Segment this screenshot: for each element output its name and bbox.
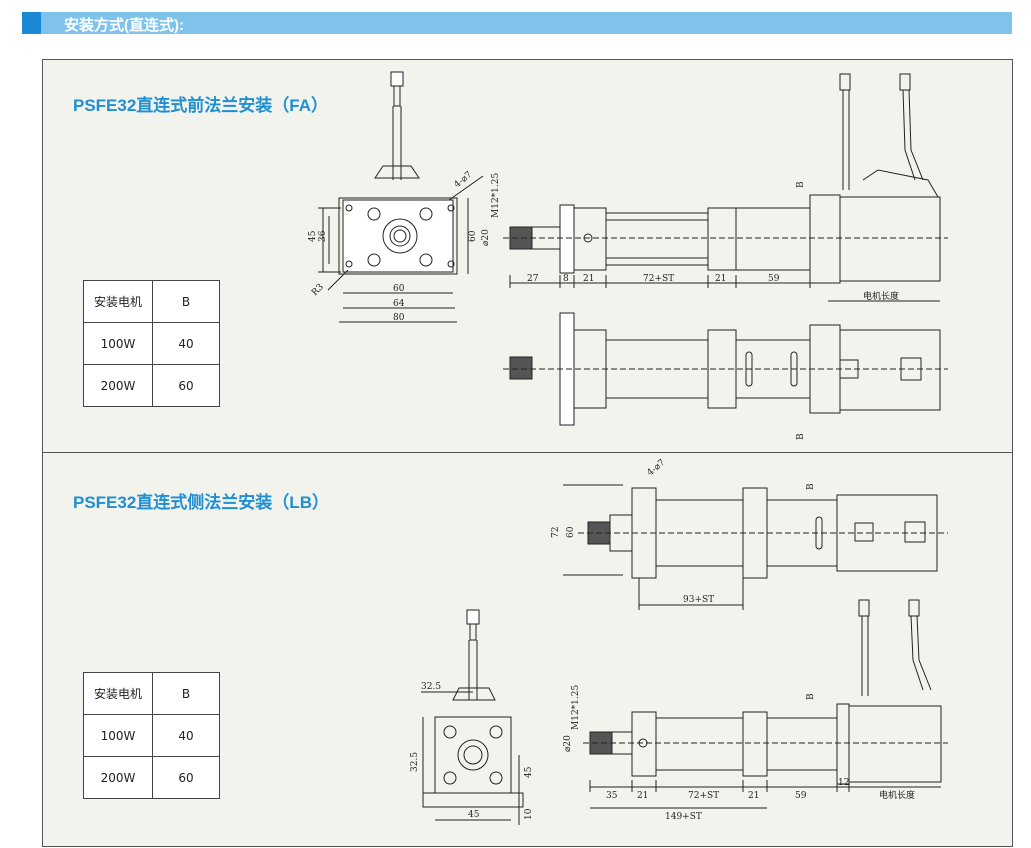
technical-drawings: 45 36 60 60 64 80 4-⌀7 R3: [308, 71, 948, 825]
dim-label: 72+ST: [643, 274, 674, 284]
fa-flange-view: [318, 71, 484, 323]
dim-label: 8: [563, 274, 569, 284]
dim-label: 电机长度: [879, 789, 915, 801]
dim-label: 45: [524, 766, 534, 778]
dim-label: 21: [637, 791, 648, 801]
table-cell: 200W: [83, 364, 153, 407]
dim-label: 21: [715, 274, 726, 284]
header-accent-square: [22, 12, 41, 34]
table-row: 200W 60: [83, 364, 220, 407]
table-row: 安装电机 B: [83, 672, 220, 715]
dim-label: 72: [551, 527, 561, 538]
dim-label: 32.5: [410, 752, 420, 772]
table-cell: 100W: [83, 714, 153, 757]
lb-section-title: PSFE32直连式侧法兰安装（LB）: [73, 493, 329, 512]
table-cell: 安装电机: [83, 280, 153, 323]
dim-label: ⌀20: [563, 735, 573, 752]
dim-label: 12: [838, 778, 849, 788]
lb-end-dims: 32.5 32.5 45 45 10: [410, 682, 534, 820]
fa-side-view: [503, 73, 948, 302]
fa-motor-table: 安装电机 B 100W 40 200W 60: [83, 280, 220, 407]
dim-label: 59: [795, 791, 807, 801]
dim-label: B: [806, 693, 816, 700]
dim-label: B: [806, 483, 816, 490]
dim-label: M12*1.25: [491, 173, 501, 218]
dim-label: 45: [308, 230, 318, 242]
lb-side-dims: M12*1.25 ⌀20 B 35 21 72+ST 21 59 12 电机长度…: [563, 685, 915, 822]
fa-section-title: PSFE32直连式前法兰安装（FA）: [73, 96, 329, 115]
table-row: 100W 40: [83, 714, 220, 757]
fa-side-dims: M12*1.25 ⌀20 B 27 8 21 72+ST 21 59 电机长度: [481, 173, 899, 302]
table-cell: 60: [152, 756, 220, 799]
dim-label: B: [796, 433, 806, 440]
dim-label: 60: [566, 526, 576, 538]
fa-top-view: [503, 312, 948, 426]
dim-label: 4-⌀7: [646, 458, 668, 479]
panel-divider: [43, 452, 1012, 453]
table-cell: 40: [152, 714, 220, 757]
table-cell: 200W: [83, 756, 153, 799]
section-header-title: 安装方式(直连式):: [64, 17, 184, 34]
table-row: 200W 60: [83, 756, 220, 799]
table-row: 100W 40: [83, 322, 220, 365]
dim-label: 80: [393, 313, 405, 323]
dim-label: 149+ST: [665, 812, 702, 822]
section-header-bar: 安装方式(直连式):: [22, 12, 1012, 34]
lb-motor-table: 安装电机 B 100W 40 200W 60: [83, 672, 220, 799]
dim-label: 60: [468, 230, 478, 242]
dim-label: B: [796, 181, 806, 188]
fa-top-dims: B: [796, 433, 806, 440]
lb-top-view: [563, 484, 948, 610]
dim-label: 电机长度: [863, 290, 899, 302]
table-cell: 40: [152, 322, 220, 365]
lb-end-view: [421, 609, 524, 825]
dim-label: 10: [524, 808, 534, 820]
dim-label: 27: [527, 274, 539, 284]
dim-label: 21: [748, 791, 759, 801]
dim-label: 59: [768, 274, 780, 284]
dim-label: 93+ST: [683, 595, 714, 605]
dim-label: R3: [310, 282, 326, 298]
dim-label: 72+ST: [688, 791, 719, 801]
table-cell: 60: [152, 364, 220, 407]
dim-label: 4-⌀7: [453, 170, 475, 191]
drawing-panel: PSFE32直连式前法兰安装（FA） PSFE32直连式侧法兰安装（LB） 安装…: [42, 59, 1013, 847]
dim-label: 64: [393, 299, 405, 309]
dim-label: 35: [606, 791, 618, 801]
dim-label: 45: [468, 810, 480, 820]
dim-label: 32.5: [421, 682, 441, 692]
dim-label: ⌀20: [481, 229, 491, 246]
dim-label: M12*1.25: [571, 685, 581, 730]
dim-label: 60: [393, 284, 405, 294]
dim-label: 21: [583, 274, 594, 284]
lb-side-view: [583, 599, 948, 809]
table-cell: B: [152, 672, 220, 715]
dim-label: 36: [318, 230, 328, 242]
